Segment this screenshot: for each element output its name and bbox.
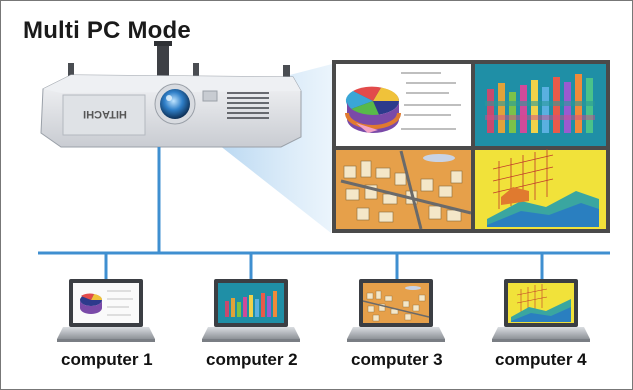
- projector-lens: [160, 89, 190, 119]
- network-lines: [38, 147, 610, 279]
- projected-pie-chart: [345, 72, 461, 133]
- computer-2-label: computer 2: [206, 350, 298, 369]
- projected-bar-chart: [485, 74, 595, 133]
- projected-city-scene: [340, 150, 472, 230]
- projector-brand: HITACHI: [83, 108, 127, 120]
- laptop-1: [57, 279, 155, 342]
- projector: HITACHI: [40, 41, 302, 148]
- projected-3d-graph: [487, 149, 599, 227]
- projected-screen: [332, 60, 610, 233]
- diagram-title: Multi PC Mode: [23, 17, 191, 44]
- computer-1-label: computer 1: [61, 350, 153, 369]
- computer-4-label: computer 4: [495, 350, 587, 369]
- laptop-2: [202, 279, 300, 342]
- laptop-3: [347, 279, 445, 342]
- computer-3-label: computer 3: [351, 350, 443, 369]
- laptop-4: [492, 279, 590, 342]
